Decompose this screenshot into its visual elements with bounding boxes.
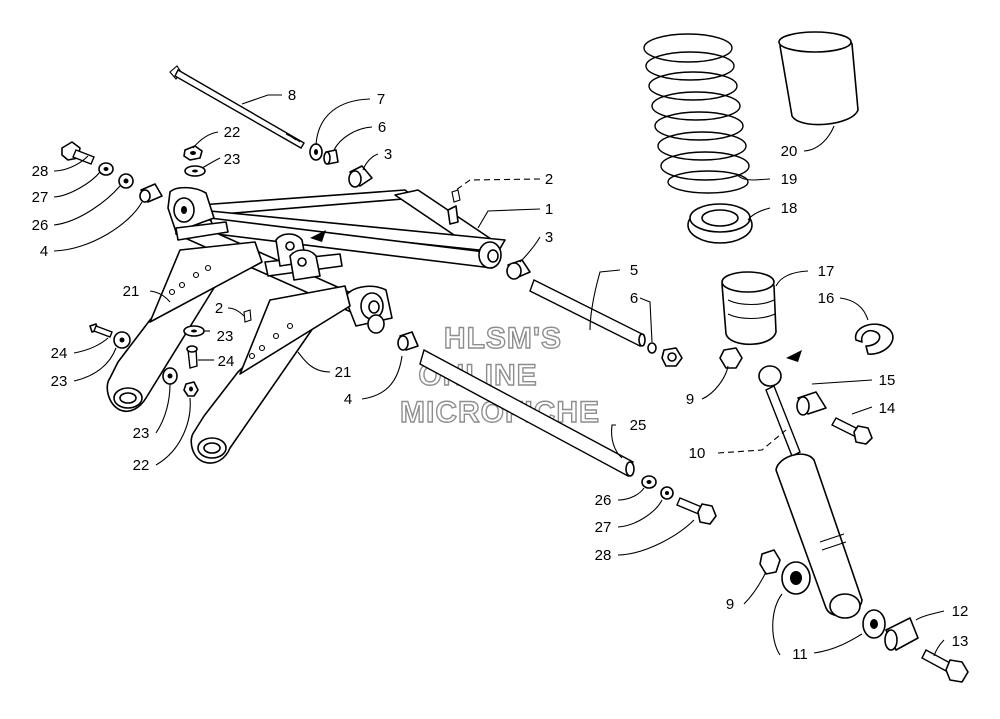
callout-14: 14 — [879, 400, 896, 417]
nut-22-top — [183, 145, 203, 161]
callout-17: 17 — [818, 263, 835, 280]
callout-3-top: 3 — [384, 146, 392, 163]
bump-stop-17 — [721, 271, 777, 345]
callout-8: 8 — [288, 87, 296, 104]
bushing-3-right — [506, 259, 531, 280]
coil-spring-19 — [643, 33, 750, 194]
callout-labels: 8 7 6 3 2 1 3 5 6 22 23 28 27 26 4 21 2 … — [32, 87, 969, 663]
callout-5: 5 — [630, 262, 638, 279]
nut-22-lower — [183, 381, 199, 397]
watermark: HLSM'S ONLINE MICROFICHE — [399, 321, 599, 429]
callout-4-left: 4 — [40, 243, 48, 260]
callout-24-left: 24 — [51, 345, 68, 362]
clip-16 — [855, 323, 894, 355]
callout-15: 15 — [879, 372, 896, 389]
callout-23-lower: 23 — [133, 425, 150, 442]
washer-26-right — [641, 475, 657, 489]
callout-9-lower: 9 — [726, 596, 734, 613]
grease-fitting-2-top — [451, 189, 461, 203]
washer-7 — [309, 143, 323, 161]
callout-13: 13 — [952, 633, 969, 650]
callout-23-top: 23 — [224, 151, 241, 168]
rear-arm-21-right — [190, 285, 351, 464]
shaft-5 — [529, 279, 646, 347]
arrow-marker-shock — [786, 350, 802, 362]
screw-24-mid — [186, 345, 198, 369]
callout-10: 10 — [689, 445, 706, 462]
watermark-line-1: HLSM'S — [444, 322, 562, 355]
callout-26-left: 26 — [32, 217, 49, 234]
callout-23-mid: 23 — [217, 328, 234, 345]
callout-21-right: 21 — [335, 364, 352, 381]
washer-23-mid — [183, 325, 205, 337]
arrow-marker-frame — [310, 230, 326, 242]
washer-27-left — [98, 162, 114, 176]
shaft-25 — [419, 348, 635, 478]
washer-23-lower — [162, 367, 178, 385]
callout-4-mid: 4 — [344, 391, 352, 408]
spring-retainer-18 — [687, 203, 753, 244]
sleeve-12 — [884, 617, 919, 651]
callout-27-left: 27 — [32, 189, 49, 206]
bolt-14 — [831, 417, 873, 445]
grease-fitting-2-mid — [243, 309, 252, 323]
callout-24-mid: 24 — [218, 353, 235, 370]
bushing-3-top — [348, 165, 373, 188]
callout-1: 1 — [545, 201, 553, 218]
callout-6-top: 6 — [378, 119, 386, 136]
callout-22-lower: 22 — [133, 457, 150, 474]
leader-lines — [53, 94, 945, 657]
bushing-6-right — [647, 342, 657, 354]
washer-23-left — [113, 331, 131, 349]
callout-23-left: 23 — [51, 373, 68, 390]
callout-21-left: 21 — [123, 283, 140, 300]
bushing-4-left — [139, 183, 163, 203]
callout-3-right: 3 — [545, 229, 553, 246]
callout-20: 20 — [781, 143, 798, 160]
callout-19: 19 — [781, 171, 798, 188]
washer-27-right — [660, 486, 674, 500]
washer-26-left — [118, 173, 134, 189]
shock-absorber-10 — [758, 365, 863, 619]
bolt-28-right — [676, 497, 717, 525]
callout-28-left: 28 — [32, 163, 49, 180]
bushing-11-left — [781, 561, 811, 595]
rear-arm-21-left — [106, 241, 263, 413]
callout-2-top: 2 — [545, 171, 553, 188]
bushing-11-right — [862, 609, 886, 639]
callout-11: 11 — [792, 646, 808, 663]
bushing-6-top — [323, 149, 339, 165]
callout-16: 16 — [818, 290, 835, 307]
callout-22-top: 22 — [224, 124, 241, 141]
callout-25: 25 — [630, 417, 647, 434]
callout-7: 7 — [377, 91, 385, 108]
bolt-13 — [921, 649, 969, 683]
sleeve-15 — [796, 391, 827, 416]
callout-27-right: 27 — [595, 519, 612, 536]
callout-18: 18 — [781, 200, 798, 217]
callout-26-right: 26 — [595, 492, 612, 509]
nut-9-mid — [719, 347, 743, 369]
washer-23-top — [184, 165, 206, 177]
screw-24-left — [89, 323, 113, 338]
callout-12: 12 — [952, 603, 969, 620]
bolt-28-left — [61, 141, 95, 165]
bolt-8 — [169, 65, 305, 149]
boot-20 — [778, 31, 859, 126]
bushing-4-mid — [397, 331, 419, 351]
nut-9-upper — [661, 347, 683, 367]
callout-6-right: 6 — [630, 290, 638, 307]
nut-9-lower — [759, 549, 781, 575]
callout-2-mid: 2 — [215, 300, 223, 317]
callout-28-right: 28 — [595, 547, 612, 564]
callout-9-upper: 9 — [686, 391, 694, 408]
